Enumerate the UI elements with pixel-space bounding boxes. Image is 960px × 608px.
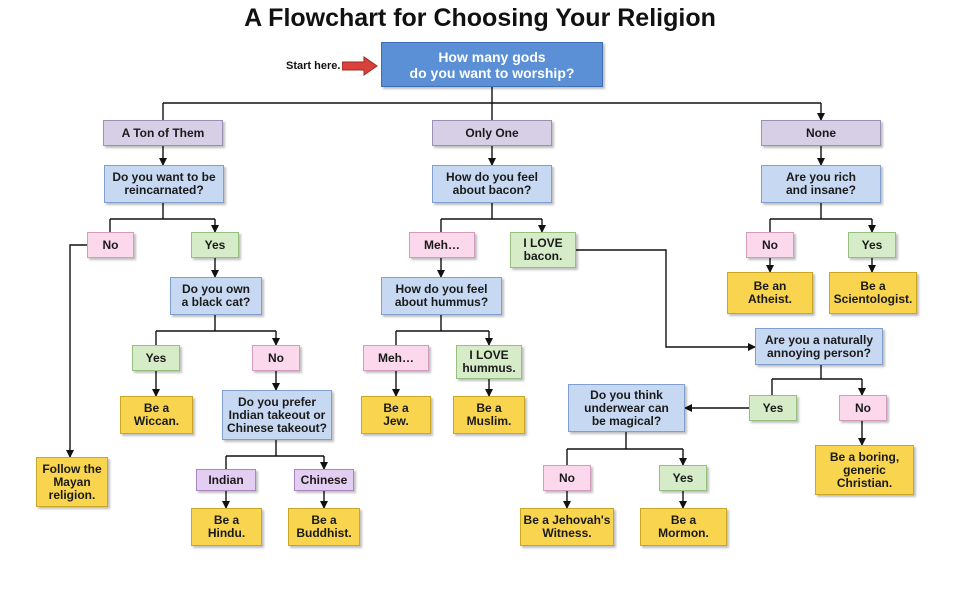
answer-rich-yes: Yes xyxy=(848,232,896,258)
answer-cat-no: No xyxy=(252,345,300,371)
question-underwear: Do you think underwear can be magical? xyxy=(568,384,685,432)
question-black-cat: Do you own a black cat? xyxy=(170,277,262,315)
answer-reincarnated-yes: Yes xyxy=(191,232,239,258)
result-christian: Be a boring, generic Christian. xyxy=(815,445,914,495)
question-reincarnated: Do you want to be reincarnated? xyxy=(104,165,224,203)
category-only-one: Only One xyxy=(432,120,552,146)
result-buddhist: Be a Buddhist. xyxy=(288,508,360,546)
flowchart-title: A Flowchart for Choosing Your Religion xyxy=(244,4,716,32)
result-wiccan: Be a Wiccan. xyxy=(120,396,193,434)
result-jehovahs-witness: Be a Jehovah's Witness. xyxy=(520,508,614,546)
result-hindu: Be a Hindu. xyxy=(191,508,262,546)
answer-annoying-no: No xyxy=(839,395,887,421)
result-muslim: Be a Muslim. xyxy=(453,396,525,434)
question-hummus: How do you feel about hummus? xyxy=(381,277,502,315)
answer-hummus-love: I LOVE hummus. xyxy=(456,345,522,379)
result-mayan: Follow the Mayan religion. xyxy=(36,457,108,507)
answer-cat-yes: Yes xyxy=(132,345,180,371)
answer-annoying-yes: Yes xyxy=(749,395,797,421)
answer-bacon-meh: Meh… xyxy=(409,232,475,258)
category-ton-of-them: A Ton of Them xyxy=(103,120,223,146)
result-atheist: Be an Atheist. xyxy=(727,272,813,314)
answer-hummus-meh: Meh… xyxy=(363,345,429,371)
start-question: How many gods do you want to worship? xyxy=(381,42,603,87)
answer-bacon-love: I LOVE bacon. xyxy=(510,232,576,268)
result-mormon: Be a Mormon. xyxy=(640,508,727,546)
answer-underwear-yes: Yes xyxy=(659,465,707,491)
answer-chinese: Chinese xyxy=(294,469,354,491)
start-arrow-icon xyxy=(342,56,378,76)
answer-rich-no: No xyxy=(746,232,794,258)
result-scientologist: Be a Scientologist. xyxy=(829,272,917,314)
question-annoying: Are you a naturally annoying person? xyxy=(755,328,883,365)
category-none: None xyxy=(761,120,881,146)
answer-indian: Indian xyxy=(196,469,256,491)
question-takeout: Do you prefer Indian takeout or Chinese … xyxy=(222,390,332,440)
question-bacon: How do you feel about bacon? xyxy=(432,165,552,203)
answer-reincarnated-no: No xyxy=(87,232,134,258)
answer-underwear-no: No xyxy=(543,465,591,491)
question-rich-insane: Are you rich and insane? xyxy=(761,165,881,203)
result-jew: Be a Jew. xyxy=(361,396,431,434)
start-here-label: Start here. xyxy=(286,60,341,72)
